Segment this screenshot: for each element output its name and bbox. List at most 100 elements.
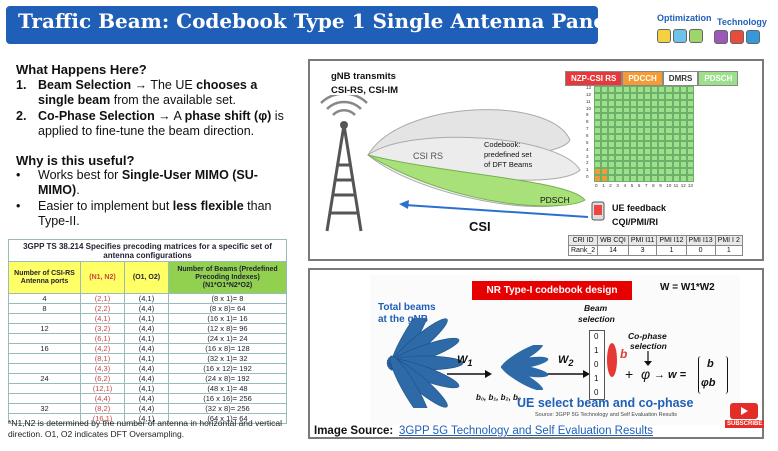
grid-cell (608, 147, 616, 155)
ue-phone-icon (591, 201, 605, 221)
table-cell: (4,3) (80, 363, 125, 374)
grid-cell (636, 86, 644, 93)
table-row: (12,1)(4,1)(48 x 1)= 48 (8, 383, 287, 394)
grid-cell (622, 175, 630, 182)
bullet-1: • Works best for Single-User MIMO (SU-MI… (16, 168, 258, 197)
grid-row-label: 4 (586, 146, 589, 152)
grid-cell (658, 147, 666, 155)
grid-cell (601, 113, 609, 121)
grid-cell (629, 120, 637, 128)
grid-cell (601, 147, 609, 155)
grid-cell (651, 154, 659, 162)
grid-cell (644, 127, 652, 134)
grid-cell (651, 168, 659, 176)
subscribe-label[interactable]: SUBSCRIBE (725, 420, 765, 428)
grid-cell (601, 86, 609, 93)
grid-cell (608, 168, 616, 176)
grid-cell (615, 113, 623, 121)
feedback-value: 14 (597, 245, 629, 256)
grid-cell (601, 154, 609, 162)
grid-cell (594, 134, 602, 141)
table-cell: (8 x 8)= 64 (168, 303, 287, 314)
grid-cell (644, 147, 652, 155)
grid-cell (622, 134, 630, 141)
grid-cell (672, 134, 680, 141)
grid-cell (665, 147, 673, 155)
source-small-label: Source: 3GPP 5G Technology and Self Eval… (535, 412, 677, 418)
grid-cell (594, 113, 602, 121)
grid-cell (601, 140, 609, 148)
page-title: Traffic Beam: Codebook Type 1 Single Ant… (18, 9, 614, 33)
table-cell: (8 x 1)= 8 (168, 293, 287, 304)
grid-cell (608, 99, 616, 107)
grid-cell (672, 161, 680, 169)
grid-cell (615, 147, 623, 155)
subscribe-button[interactable] (730, 403, 758, 419)
table-cell (8, 383, 81, 394)
grid-cell (672, 92, 680, 100)
table-cell: (4,4) (124, 303, 169, 314)
codebook-label-3: of DFT Beams (484, 160, 533, 169)
grid-cell (651, 127, 659, 134)
what-happens-heading: What Happens Here? (16, 62, 147, 77)
formula-label: W = W1*W2 (660, 282, 715, 293)
grid-cell (679, 147, 687, 155)
grid-cell (644, 120, 652, 128)
grid-cell (594, 106, 602, 114)
grid-row-label: 2 (586, 160, 589, 166)
grid-cell (629, 134, 637, 141)
grid-cell (636, 99, 644, 107)
table-cell: (4,1) (124, 353, 169, 364)
grid-cell (601, 106, 609, 114)
grid-cell (594, 99, 602, 107)
feedback-value: 1 (656, 245, 687, 256)
grid-cell (672, 120, 680, 128)
table-cell: (4,1) (124, 313, 169, 324)
optimization-label: Optimization (657, 13, 712, 23)
table-row: (4,1)(4,1)(16 x 1)= 16 (8, 313, 287, 324)
codebook-label-2: predefined set (484, 150, 532, 159)
grid-cell (636, 161, 644, 169)
grid-col-label: 8 (652, 183, 655, 188)
table-cell: 4 (8, 293, 81, 304)
grid-row-label: 5 (586, 139, 589, 145)
grid-cell (651, 120, 659, 128)
grid-row-label: 6 (586, 133, 589, 138)
grid-cell (644, 113, 652, 121)
grid-cell (622, 127, 630, 134)
grid-row-label: 8 (586, 119, 589, 125)
grid-cell (644, 92, 652, 100)
grid-cell (679, 127, 687, 134)
grid-cell (615, 134, 623, 141)
table-cell: (6,1) (80, 333, 125, 344)
grid-cell (658, 127, 666, 134)
selected-beam-icon (607, 343, 617, 377)
image-source-link[interactable]: 3GPP 5G Technology and Self Evaluation R… (399, 425, 654, 437)
grid-cell (686, 140, 694, 148)
table-cell: (16 x 12)= 192 (168, 363, 287, 374)
why-useful-heading: Why is this useful? (16, 153, 135, 168)
beam-index-bit: 0 (594, 332, 599, 341)
feedback-header: PMI I13 (685, 235, 716, 246)
grid-row-label: 0 (586, 174, 589, 180)
table-row: (8,1)(4,1)(32 x 1)= 32 (8, 353, 287, 364)
table-row: 32(8,2)(4,4)(32 x 8)= 256 (8, 403, 287, 414)
grid-cell (601, 134, 609, 141)
grid-cell (665, 140, 673, 148)
grid-cell (658, 99, 666, 107)
grid-cell (615, 99, 623, 107)
play-icon (741, 407, 748, 415)
feedback-value: Rank_2 (567, 245, 599, 256)
grid-cell (608, 127, 616, 134)
grid-cell (644, 99, 652, 107)
gnb-tower-icon (320, 95, 368, 232)
grid-cell (629, 154, 637, 162)
table-cell: (24 x 1)= 24 (168, 333, 287, 344)
w1-label: W1 (457, 354, 473, 369)
table-cell: (8,2) (80, 403, 125, 414)
grid-cell (636, 140, 644, 148)
grid-cell (658, 106, 666, 114)
grid-cell (608, 92, 616, 100)
grid-cell (601, 168, 609, 176)
